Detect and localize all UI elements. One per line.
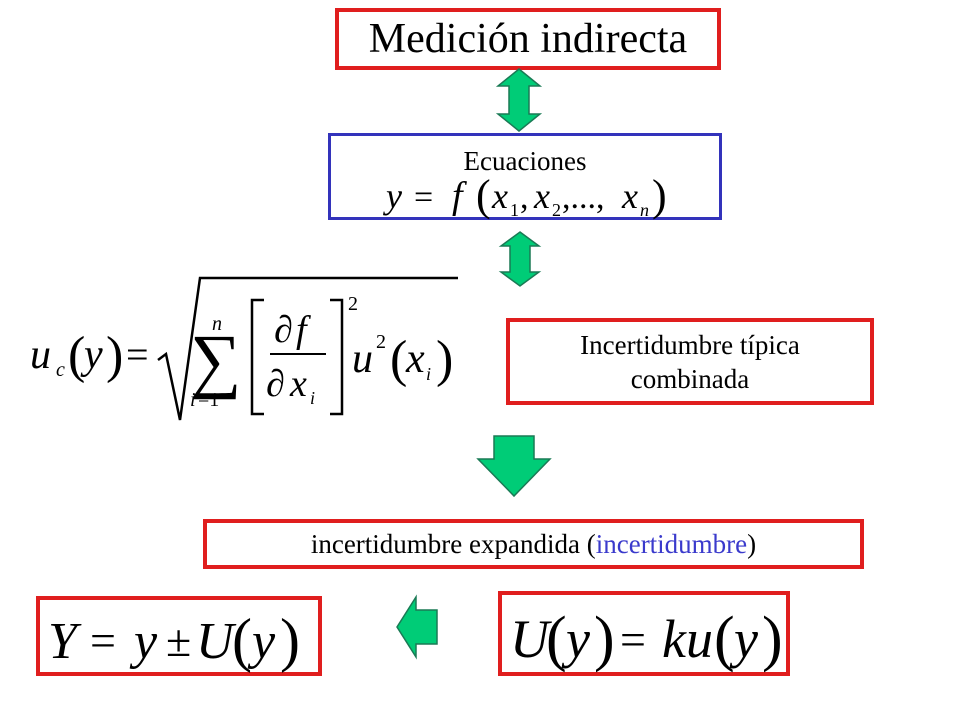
double-arrow-icon (495, 68, 543, 132)
svg-text:): ) (280, 607, 300, 673)
svg-text:c: c (56, 359, 65, 381)
svg-text:2: 2 (348, 293, 358, 315)
svg-text:(: ( (546, 605, 567, 673)
svg-text:(: ( (68, 327, 85, 384)
combined-label-line1: Incertidumbre típica (580, 329, 800, 360)
expanded-uncertainty-box: incertidumbre expandida (incertidumbre) (203, 519, 864, 569)
equations-box: Ecuaciones y = f ( x 1 , x 2 ,..., x n ) (328, 133, 722, 220)
svg-text:∂: ∂ (274, 309, 293, 351)
svg-text:ku: ku (662, 609, 713, 669)
svg-text:i: i (426, 364, 431, 384)
svg-text:y: y (129, 613, 158, 670)
svg-text:n: n (212, 313, 222, 335)
svg-text:x: x (533, 176, 550, 216)
svg-text:f: f (452, 175, 467, 217)
svg-text:y: y (247, 613, 276, 670)
svg-text:∂: ∂ (266, 363, 285, 405)
arrow-left-icon (396, 594, 438, 660)
svg-text:=: = (90, 615, 116, 666)
svg-text:): ) (762, 605, 783, 673)
svg-text:U: U (510, 609, 552, 669)
expanded-uncertainty-formula: U ( y ) = ku ( y ) (510, 605, 783, 673)
svg-text:Y: Y (48, 613, 82, 670)
expanded-label-main: incertidumbre expandida ( (310, 528, 596, 559)
combined-uncertainty-box: Incertidumbre típica combinada (506, 318, 874, 405)
title-box: Medición indirecta (335, 8, 721, 70)
svg-text:(: ( (232, 607, 252, 673)
svg-text:x: x (491, 176, 508, 216)
svg-text:): ) (436, 331, 453, 388)
svg-text:∑: ∑ (190, 320, 241, 400)
svg-text:2: 2 (552, 200, 561, 220)
svg-text:(: ( (476, 171, 491, 220)
svg-text:y: y (383, 176, 402, 216)
svg-text:y: y (80, 332, 103, 378)
double-arrow-icon (498, 231, 542, 287)
svg-text:=: = (620, 614, 646, 665)
svg-text:,...,: ,..., (562, 179, 605, 216)
svg-text:1: 1 (510, 200, 519, 220)
svg-text:u: u (30, 332, 51, 378)
combined-label-line2: combinada (630, 363, 750, 394)
svg-text:): ) (652, 171, 667, 220)
svg-text:y: y (729, 609, 758, 669)
svg-text:=: = (414, 179, 433, 216)
svg-text:u: u (352, 336, 373, 382)
svg-text:(: ( (390, 331, 407, 388)
title-text: Medición indirecta (368, 16, 688, 62)
svg-text:2: 2 (376, 331, 386, 353)
svg-text:x: x (405, 336, 425, 382)
svg-text:=: = (126, 332, 149, 377)
svg-text:): ) (594, 605, 615, 673)
arrow-down-icon (476, 435, 552, 498)
svg-text:f: f (296, 309, 311, 351)
svg-text:(: ( (714, 605, 735, 673)
svg-text:U: U (196, 613, 237, 670)
expanded-formula-box: U ( y ) = ku ( y ) (498, 591, 790, 676)
svg-text:=1: =1 (198, 389, 219, 411)
function-formula: y = f ( x 1 , x 2 ,..., x n ) (383, 171, 667, 220)
svg-text:i: i (310, 388, 315, 408)
svg-text:y: y (561, 609, 590, 669)
expanded-label-highlight: incertidumbre (595, 528, 748, 559)
combined-uncertainty-formula: u c ( y ) = n ∑ i =1 2 ∂ f ∂ x i u 2 ( x… (30, 276, 458, 421)
svg-text:x: x (289, 363, 307, 405)
final-result-box: Y = y ± U ( y ) (36, 596, 322, 676)
svg-text:,: , (520, 179, 529, 216)
svg-text:x: x (621, 176, 638, 216)
svg-text:±: ± (166, 615, 191, 666)
svg-text:i: i (190, 389, 196, 411)
final-result-formula: Y = y ± U ( y ) (48, 607, 300, 673)
svg-text:n: n (640, 200, 649, 220)
equations-label: Ecuaciones (463, 146, 587, 176)
svg-text:): ) (106, 327, 123, 384)
expanded-label-end: ) (747, 528, 757, 559)
